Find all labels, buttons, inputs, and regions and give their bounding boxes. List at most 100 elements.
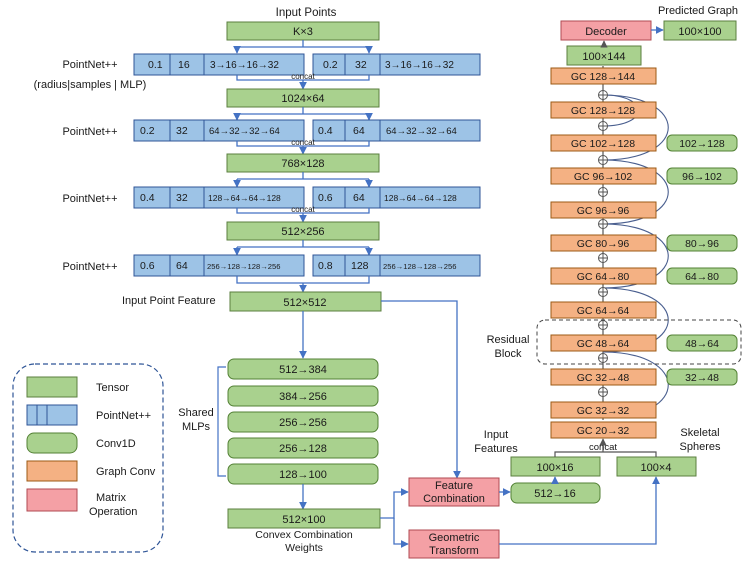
legend-box [12,363,164,553]
merge-arrows-4 [236,276,370,293]
pointnet-row2-label: PointNet++ [62,126,117,138]
gc-4-label: GC 96→102 [574,171,633,183]
legend-matrix-2: Operation [89,506,137,518]
gc-8-label: GC 64→64 [577,305,630,317]
gc-2 [550,101,657,119]
gc-8 [550,301,657,319]
gc-6 [550,234,657,252]
pn4b-radius: 0.8 [318,260,333,272]
legend-conv-swatch [26,432,78,454]
legend-tensor: Tensor [96,382,129,394]
pointnet-row3-label: PointNet++ [62,193,117,205]
residual-block-label-2: Block [495,348,522,360]
plus-icon [598,155,608,165]
gc-3 [550,134,657,152]
edge-weights-to-ops [380,488,409,548]
mlp-4 [227,437,379,459]
plus-icon [598,387,608,397]
legend-tensor-swatch [26,376,78,398]
tensor-100x144-label: 100×144 [582,51,625,63]
skeletal-spheres-label-2: Spheres [680,441,721,453]
plus-icon [598,121,608,131]
tensor-100x16-label: 100×16 [536,462,573,474]
concat-label-dec: concat [589,442,617,453]
mlp-stack: 512→384 384→256 256→256 256→128 128→100 [227,358,379,485]
residual-conv-stack: 102→128 96→102 80→96 64→80 48→64 32→48 [666,134,738,386]
feature-combination-label-2: Combination [423,493,485,505]
pn4a-mlp: 256→128→128→256 [207,262,280,271]
pointnet-block-2b: 0.4 64 64→32→32→64 [312,119,481,142]
plus-icon [598,287,608,297]
edge-feature-to-mlp [299,300,461,479]
convex-label-1: Convex Combination [255,529,353,541]
tensor-100x100 [663,20,737,41]
tensor-100x4-label: 100×4 [641,462,672,474]
decoder-label: Decoder [585,26,627,38]
gc-7 [550,267,657,285]
geometric-transform-label-1: Geometric [429,532,480,544]
concat-label-1: concat [291,72,315,81]
residual-curves [602,94,669,419]
pointnet-block-3a: 0.4 32 128→64→64→128 [133,186,305,209]
tensor-k3-label: K×3 [293,26,313,38]
pn2b-mlp: 64→32→32→64 [386,126,457,137]
pn3b-mlp: 128→64→64→128 [384,193,457,203]
concat-label-2: concat [291,138,315,147]
res-conv-6-label: 32→48 [685,372,719,384]
plus-icon [598,353,608,363]
shared-mlps-bracket [217,366,226,477]
legend-gc-swatch [26,460,78,482]
concat-label-3: concat [291,205,315,214]
tensor-512x100-label: 512×100 [282,514,325,526]
pn3b-radius: 0.6 [318,192,333,204]
pn1b-samples: 32 [355,59,367,71]
gc-11 [550,401,657,419]
pn4b-samples: 128 [351,260,369,272]
shared-mlps-label-2: MLPs [182,421,211,433]
gc-10-label: GC 32→48 [577,372,630,384]
gc-7-label: GC 64→80 [577,271,630,283]
res-conv-5-label: 48→64 [685,338,719,350]
gc-12 [550,421,657,439]
res-conv-1-label: 102→128 [679,138,725,150]
res-conv-4 [666,267,738,285]
pn1a-mlp: 3→16→16→32 [210,60,279,71]
gc-5-label: GC 96→96 [577,205,630,217]
res-conv-6 [666,368,738,386]
plus-icon [598,320,608,330]
legend-graph-conv: Graph Conv [96,466,156,478]
split-arrows-1 [233,40,373,54]
gc-9-label: GC 48→64 [577,338,630,350]
legend-conv1d: Conv1D [96,438,136,450]
pointnet-block-3b: 0.6 64 128→64→64→128 [312,186,481,209]
pointnet-block-4a: 0.6 64 256→128→128→256 [133,254,305,277]
pointnet-block-4b: 0.8 128 256→128→128→256 [312,254,481,277]
input-features-label-2: Features [474,443,518,455]
mlp-1-label: 512→384 [279,364,327,376]
pn3a-samples: 32 [176,192,188,204]
pn4a-radius: 0.6 [140,260,155,272]
pn2b-radius: 0.4 [318,125,333,137]
pn4a-samples: 64 [176,260,188,272]
pn2b-samples: 64 [353,125,365,137]
pn3a-mlp: 128→64→64→128 [208,193,281,203]
gc-1 [550,67,657,85]
tensor-512x512-label: 512×512 [283,297,326,309]
mlp-3 [227,411,379,433]
gc-5 [550,201,657,219]
res-conv-3 [666,234,738,252]
pointnet-row4-label: PointNet++ [62,261,117,273]
edge-gt-to-100x4 [499,476,660,545]
predicted-graph-label: Predicted Graph [658,5,738,17]
pn1a-radius: 0.1 [148,59,163,71]
legend-pointnet: PointNet++ [96,410,151,422]
sum-nodes [598,90,608,397]
split-arrows-3 [233,172,373,188]
input-features-label-1: Input [484,429,508,441]
legend-matrix-1: Matrix [96,492,126,504]
gc-2-label: GC 128→128 [571,105,635,117]
gc-12-label: GC 20→32 [577,425,630,437]
concat-to-gc [554,438,657,457]
pn1a-samples: 16 [178,59,190,71]
